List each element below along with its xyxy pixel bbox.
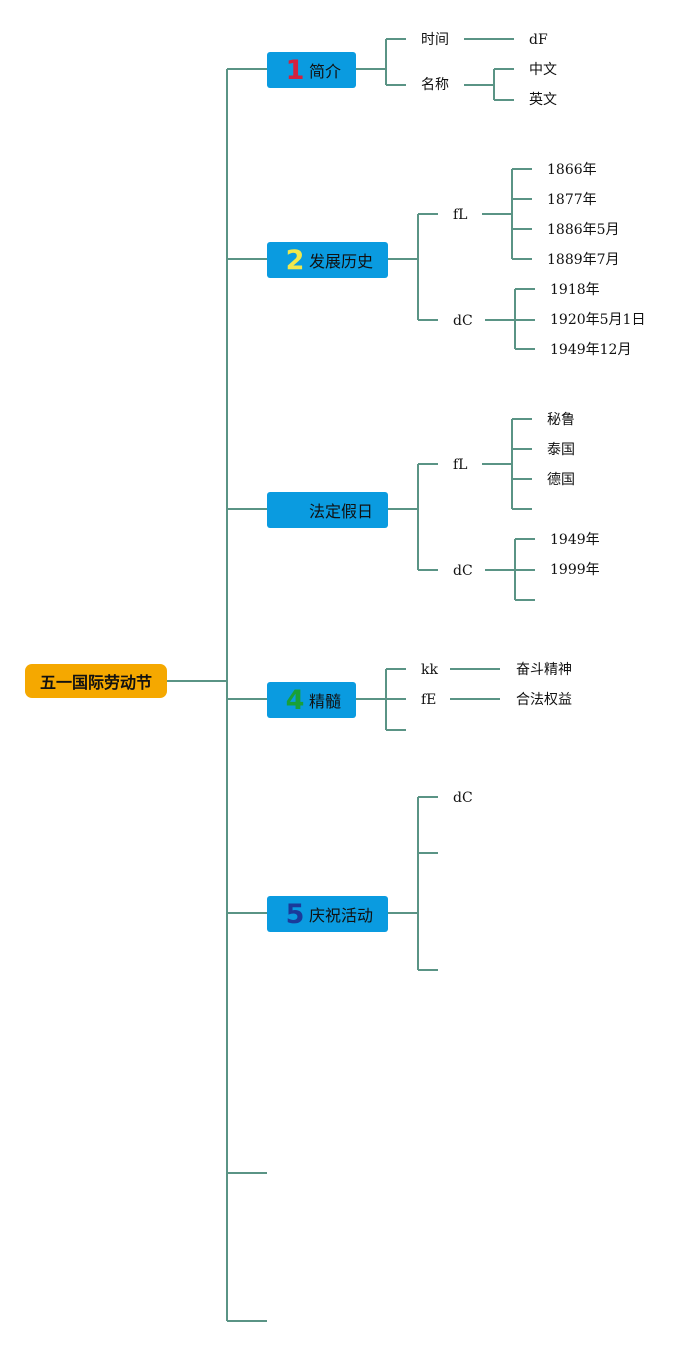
holiday-year[interactable]: 1999年 bbox=[550, 562, 600, 578]
branch-holiday-label: 法定假日 bbox=[309, 502, 374, 521]
intro-name-node[interactable]: 名称 bbox=[421, 77, 449, 93]
history-group-2[interactable]: dC bbox=[453, 313, 473, 329]
celebration-group-1[interactable]: dC bbox=[453, 790, 473, 806]
history-item[interactable]: 1949年12月 bbox=[550, 342, 632, 358]
history-item[interactable]: 1918年 bbox=[550, 282, 600, 298]
intro-time-value[interactable]: dF bbox=[529, 32, 548, 48]
history-item[interactable]: 1877年 bbox=[547, 192, 597, 208]
branch-history-label: 发展历史 bbox=[309, 252, 374, 271]
essence-key-2[interactable]: fE bbox=[421, 692, 437, 708]
branch-essence[interactable]: 4 精髓 bbox=[267, 682, 356, 718]
branch-intro[interactable]: 1 简介 bbox=[267, 52, 356, 88]
holiday-year[interactable]: 1949年 bbox=[550, 532, 600, 548]
number-2-icon: 2 bbox=[285, 244, 305, 276]
history-item[interactable]: 1886年5月 bbox=[547, 222, 620, 238]
holiday-country[interactable]: 秘鲁 bbox=[547, 412, 575, 428]
intro-time-node[interactable]: 时间 bbox=[421, 32, 449, 48]
history-item[interactable]: 1889年7月 bbox=[547, 252, 620, 268]
holiday-country[interactable]: 德国 bbox=[547, 472, 575, 488]
number-1-icon: 1 bbox=[285, 54, 305, 86]
root-node[interactable]: 五一国际劳动节 bbox=[25, 664, 167, 698]
branch-holiday[interactable]: 法定假日 bbox=[267, 492, 388, 528]
holiday-group-1[interactable]: fL bbox=[453, 457, 468, 473]
history-item[interactable]: 1866年 bbox=[547, 162, 597, 178]
branch-celebration[interactable]: 5 庆祝活动 bbox=[267, 896, 388, 932]
branch-history[interactable]: 2 发展历史 bbox=[267, 242, 388, 278]
number-4-icon: 4 bbox=[285, 684, 305, 716]
branch-celebration-label: 庆祝活动 bbox=[309, 906, 374, 925]
number-5-icon: 5 bbox=[285, 898, 305, 930]
branch-intro-label: 简介 bbox=[309, 62, 342, 81]
essence-key-1[interactable]: kk bbox=[421, 662, 438, 678]
holiday-group-2[interactable]: dC bbox=[453, 563, 473, 579]
holiday-country[interactable]: 泰国 bbox=[547, 442, 575, 458]
branch-essence-label: 精髓 bbox=[309, 692, 342, 711]
history-group-1[interactable]: fL bbox=[453, 207, 468, 223]
root-label: 五一国际劳动节 bbox=[39, 673, 152, 692]
intro-name-english[interactable]: 英文 bbox=[529, 92, 557, 108]
history-item[interactable]: 1920年5月1日 bbox=[550, 312, 646, 328]
essence-value-1[interactable]: 奋斗精神 bbox=[516, 662, 572, 678]
intro-name-chinese[interactable]: 中文 bbox=[529, 62, 557, 78]
essence-value-2[interactable]: 合法权益 bbox=[516, 692, 572, 708]
